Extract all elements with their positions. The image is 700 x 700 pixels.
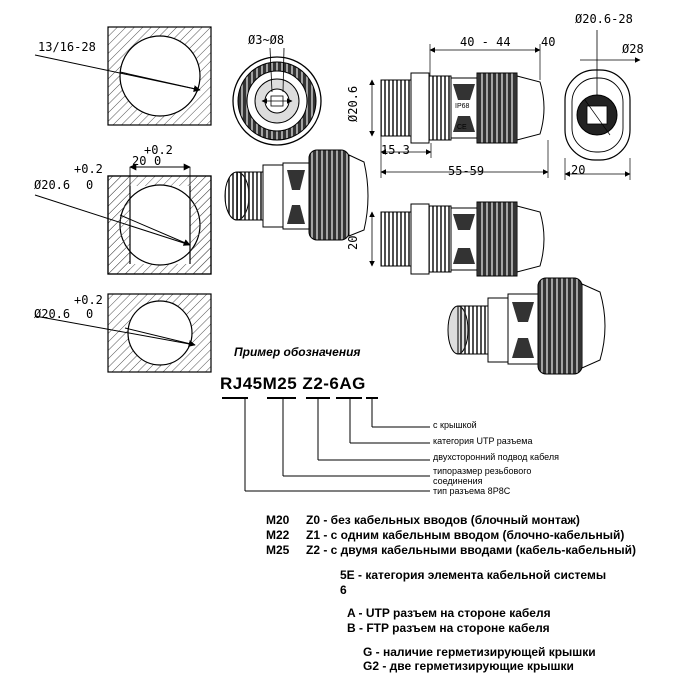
cap-g2-option: G2 - две герметизирующие крышки — [363, 659, 574, 673]
cutout3-dia-tol: +0.2 — [74, 293, 103, 307]
side-20-label: 20 — [571, 163, 586, 177]
gland-end-view — [232, 47, 322, 146]
callout-lines — [222, 397, 430, 492]
side-a-option: A - UTP разъем на стороне кабеля — [347, 606, 551, 620]
side-20-b-label: 20 — [346, 235, 360, 250]
panel-cutout-d-shape — [34, 163, 212, 275]
panel-cutout-threaded — [34, 26, 212, 126]
callout-two-sided-cable: двухсторонний подвод кабеля — [433, 452, 559, 462]
gland-isometric-1 — [224, 149, 369, 241]
gland-end-view-right — [564, 30, 641, 180]
cable-range-label: Ø3~Ø8 — [248, 33, 285, 47]
callout-thread-size: типоразмер резьбового соединения — [433, 466, 532, 486]
length-40-label: 40 — [541, 35, 556, 49]
ip68-mark: IP68 — [455, 103, 470, 110]
cutout3-dia: Ø20.6 — [34, 307, 71, 321]
callout-cap: с крышкой — [433, 420, 477, 430]
cutout3-dia-bot: 0 — [86, 307, 94, 321]
length-15-3-label: 15.3 — [381, 143, 410, 157]
cutout2-width-tol: +0.2 — [144, 143, 173, 157]
dia-20-6-label: Ø20.6 — [346, 85, 360, 122]
cutout2-dia: Ø20.6 — [34, 178, 71, 192]
z1-option: Z1 - с одним кабельным вводом (блочно-ка… — [306, 528, 625, 542]
example-title: Пример обозначения — [234, 345, 361, 359]
gland-side-view — [369, 44, 549, 178]
gland-side-view-2 — [369, 201, 545, 277]
cap-g-option: G - наличие герметизирующей крышки — [363, 645, 596, 659]
side-b-option: B - FTP разъем на стороне кабеля — [347, 621, 550, 635]
ce-mark: CE — [457, 124, 467, 131]
category-6: 6 — [340, 583, 347, 597]
gland-isometric-2 — [447, 277, 606, 375]
z2-option: Z2 - с двумя кабельными вводами (кабель-… — [306, 543, 636, 557]
size-m25: M25 — [266, 543, 290, 557]
length-40-44-label: 40 - 44 — [460, 35, 511, 49]
size-m22: M22 — [266, 528, 290, 542]
dia-28-label: Ø28 — [622, 42, 644, 56]
designation-code: RJ45M25 Z2-6AG — [220, 374, 366, 393]
cutout1-label: 13/16-28 — [38, 40, 96, 54]
cutout2-dia-tol: +0.2 — [74, 162, 103, 176]
callout-utp-category: категория UTP разъема — [433, 436, 533, 446]
length-55-59-label: 55-59 — [448, 164, 485, 178]
cutout2-dia-bot: 0 — [86, 178, 94, 192]
category-5e: 5E - категория элемента кабельной систем… — [340, 568, 607, 582]
size-m20: M20 — [266, 513, 290, 527]
dia-20-6-28-label: Ø20.6-28 — [575, 12, 633, 26]
cutout2-width: 20 — [132, 154, 147, 168]
cutout2-width-bot: 0 — [154, 154, 162, 168]
panel-cutout-round — [34, 293, 212, 373]
callout-connector-type: тип разъема 8P8C — [433, 486, 511, 496]
z0-option: Z0 - без кабельных вводов (блочный монта… — [306, 513, 580, 527]
